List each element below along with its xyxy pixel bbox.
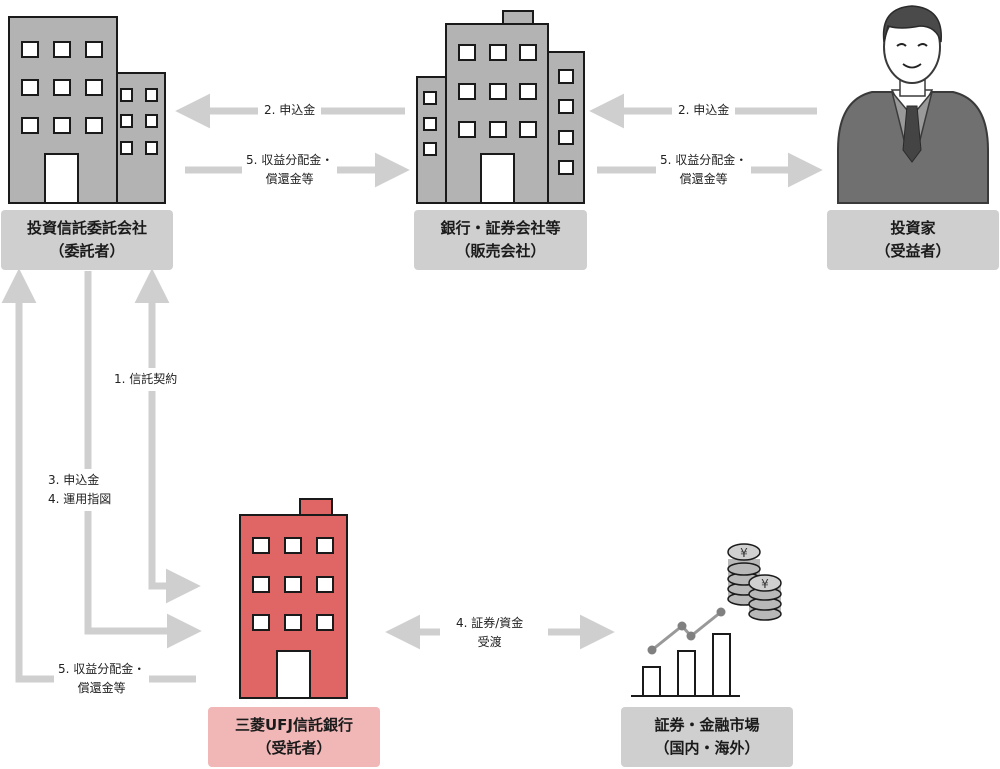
node-role: （受託者） <box>256 739 332 757</box>
arrow-subscription-instruction <box>84 271 202 649</box>
node-name: 投資家 <box>890 219 936 237</box>
node-name: 投資信託委託会社 <box>26 219 147 237</box>
node-name: 三菱UFJ信託銀行 <box>234 716 353 734</box>
flow-label-line: 受渡 <box>477 635 502 649</box>
flow-label-distribution-to-distributor: 5. 収益分配金・ 償還金等 <box>242 151 338 189</box>
flow-label-line: 3. 申込金 <box>48 473 100 487</box>
flow-label-distribution-to-investor: 5. 収益分配金・ 償還金等 <box>656 151 752 189</box>
flow-label-line: 5. 収益分配金・ <box>246 153 334 167</box>
yen-symbol: ¥ <box>740 546 748 560</box>
flow-label-line: 5. 収益分配金・ <box>58 662 146 676</box>
node-role: （受益者） <box>875 242 951 260</box>
chart-coins-icon: ¥ ¥ <box>631 543 782 697</box>
building-icon <box>416 10 585 204</box>
flow-label-text: 1. 信託契約 <box>114 372 178 386</box>
arrows <box>1 93 823 683</box>
arrow-trust-contract <box>134 268 185 590</box>
yen-symbol: ¥ <box>761 577 769 591</box>
node-role: （販売会社） <box>455 242 546 260</box>
flow-label-subscription-to-manager: 2. 申込金 <box>258 101 322 120</box>
node-name: 証券・金融市場 <box>654 716 760 734</box>
coin-stack <box>727 543 782 621</box>
market-label: 証券・金融市場 （国内・海外） <box>621 707 793 767</box>
flow-label-text: 2. 申込金 <box>264 103 316 117</box>
flow-label-line: 償還金等 <box>265 172 314 186</box>
flow-label-line: 5. 収益分配金・ <box>660 153 748 167</box>
flow-label-line: 4. 証券/資金 <box>456 616 524 630</box>
flow-label-trust-contract: 1. 信託契約 <box>112 368 180 391</box>
trustee-label: 三菱UFJ信託銀行 （受託者） <box>208 707 380 767</box>
businessman-icon <box>837 5 989 204</box>
node-role: （委託者） <box>49 242 125 260</box>
flow-label-line: 償還金等 <box>77 681 126 695</box>
flow-label-subscription-instruction: 3. 申込金 4. 運用指図 <box>46 469 114 511</box>
management-company-label: 投資信託委託会社 （委託者） <box>1 210 173 270</box>
building-icon <box>8 16 166 204</box>
building-icon <box>239 498 348 699</box>
flow-label-line: 4. 運用指図 <box>48 492 112 506</box>
node-name: 銀行・証券会社等 <box>440 219 561 237</box>
flow-label-subscription-from-investor: 2. 申込金 <box>672 101 736 120</box>
flow-label-settlement: 4. 証券/資金 受渡 <box>452 614 528 652</box>
investor-label: 投資家 （受益者） <box>827 210 999 270</box>
flow-label-text: 2. 申込金 <box>678 103 730 117</box>
flow-label-line: 償還金等 <box>679 172 728 186</box>
node-role: （国内・海外） <box>654 739 760 757</box>
flow-label-distribution-from-trustee: 5. 収益分配金・ 償還金等 <box>54 660 150 698</box>
distributor-label: 銀行・証券会社等 （販売会社） <box>414 210 587 270</box>
